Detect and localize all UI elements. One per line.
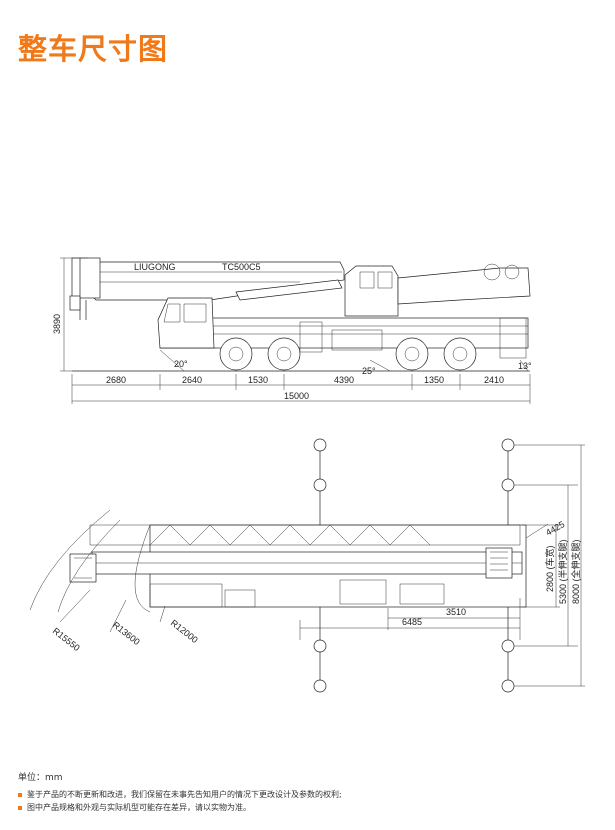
- dim-4425: 4425: [544, 519, 566, 538]
- note-item: 鉴于产品的不断更新和改进，我们保留在未事先告知用户的情况下更改设计及参数的权利;: [18, 788, 342, 801]
- angle-front: 20°: [174, 359, 188, 369]
- radius-r13600: R13600: [111, 620, 142, 647]
- dim-seg-2: 2640: [182, 375, 202, 385]
- bullet-icon: [18, 792, 22, 797]
- angle-middle: 25°: [362, 366, 376, 376]
- dim-3510: 3510: [446, 607, 466, 617]
- top-view-length-dimensions: 3510 6485: [299, 598, 521, 640]
- dim-8000: 8000 (全伸支腿): [570, 539, 581, 604]
- page-title: 整车尺寸图: [18, 32, 169, 66]
- dim-seg-6: 2410: [484, 375, 504, 385]
- dim-seg-5: 1350: [424, 375, 444, 385]
- angle-rear: 13°: [518, 361, 532, 371]
- dim-seg-3: 1530: [248, 375, 268, 385]
- boom-label-model: TC500C5: [222, 262, 261, 272]
- note-text: 鉴于产品的不断更新和改进，我们保留在未事先告知用户的情况下更改设计及参数的权利;: [27, 790, 342, 799]
- boom-label-brand: LIUGONG: [134, 262, 176, 272]
- dim-2800: 2800 (车宽): [544, 545, 555, 592]
- length-dimensions: 2680 2640 1530 4390 1350 2410 15000: [71, 374, 531, 404]
- dim-seg-4: 4390: [334, 375, 354, 385]
- unit-label: 单位：mm: [18, 773, 63, 783]
- crane-top-view: [29, 438, 527, 693]
- notes: 鉴于产品的不断更新和改进，我们保留在未事先告知用户的情况下更改设计及参数的权利;…: [18, 788, 342, 814]
- note-item: 图中产品规格和外观与实际机型可能存在差异，请以实物为准。: [18, 801, 342, 814]
- dim-total-length: 15000: [284, 391, 309, 401]
- crane-side-view: LIUGONG TC500C5 20°: [69, 257, 532, 376]
- dim-5300: 5300 (半伸支腿): [557, 539, 568, 604]
- radius-r15550: R15550: [51, 626, 82, 653]
- dim-6485: 6485: [402, 617, 422, 627]
- dim-height: 3890: [52, 314, 62, 334]
- bullet-icon: [18, 805, 22, 810]
- note-text: 图中产品规格和外观与实际机型可能存在差异，请以实物为准。: [27, 803, 251, 812]
- height-dimension: 3890: [52, 257, 88, 372]
- radius-r12000: R12000: [169, 618, 200, 645]
- dim-seg-1: 2680: [106, 375, 126, 385]
